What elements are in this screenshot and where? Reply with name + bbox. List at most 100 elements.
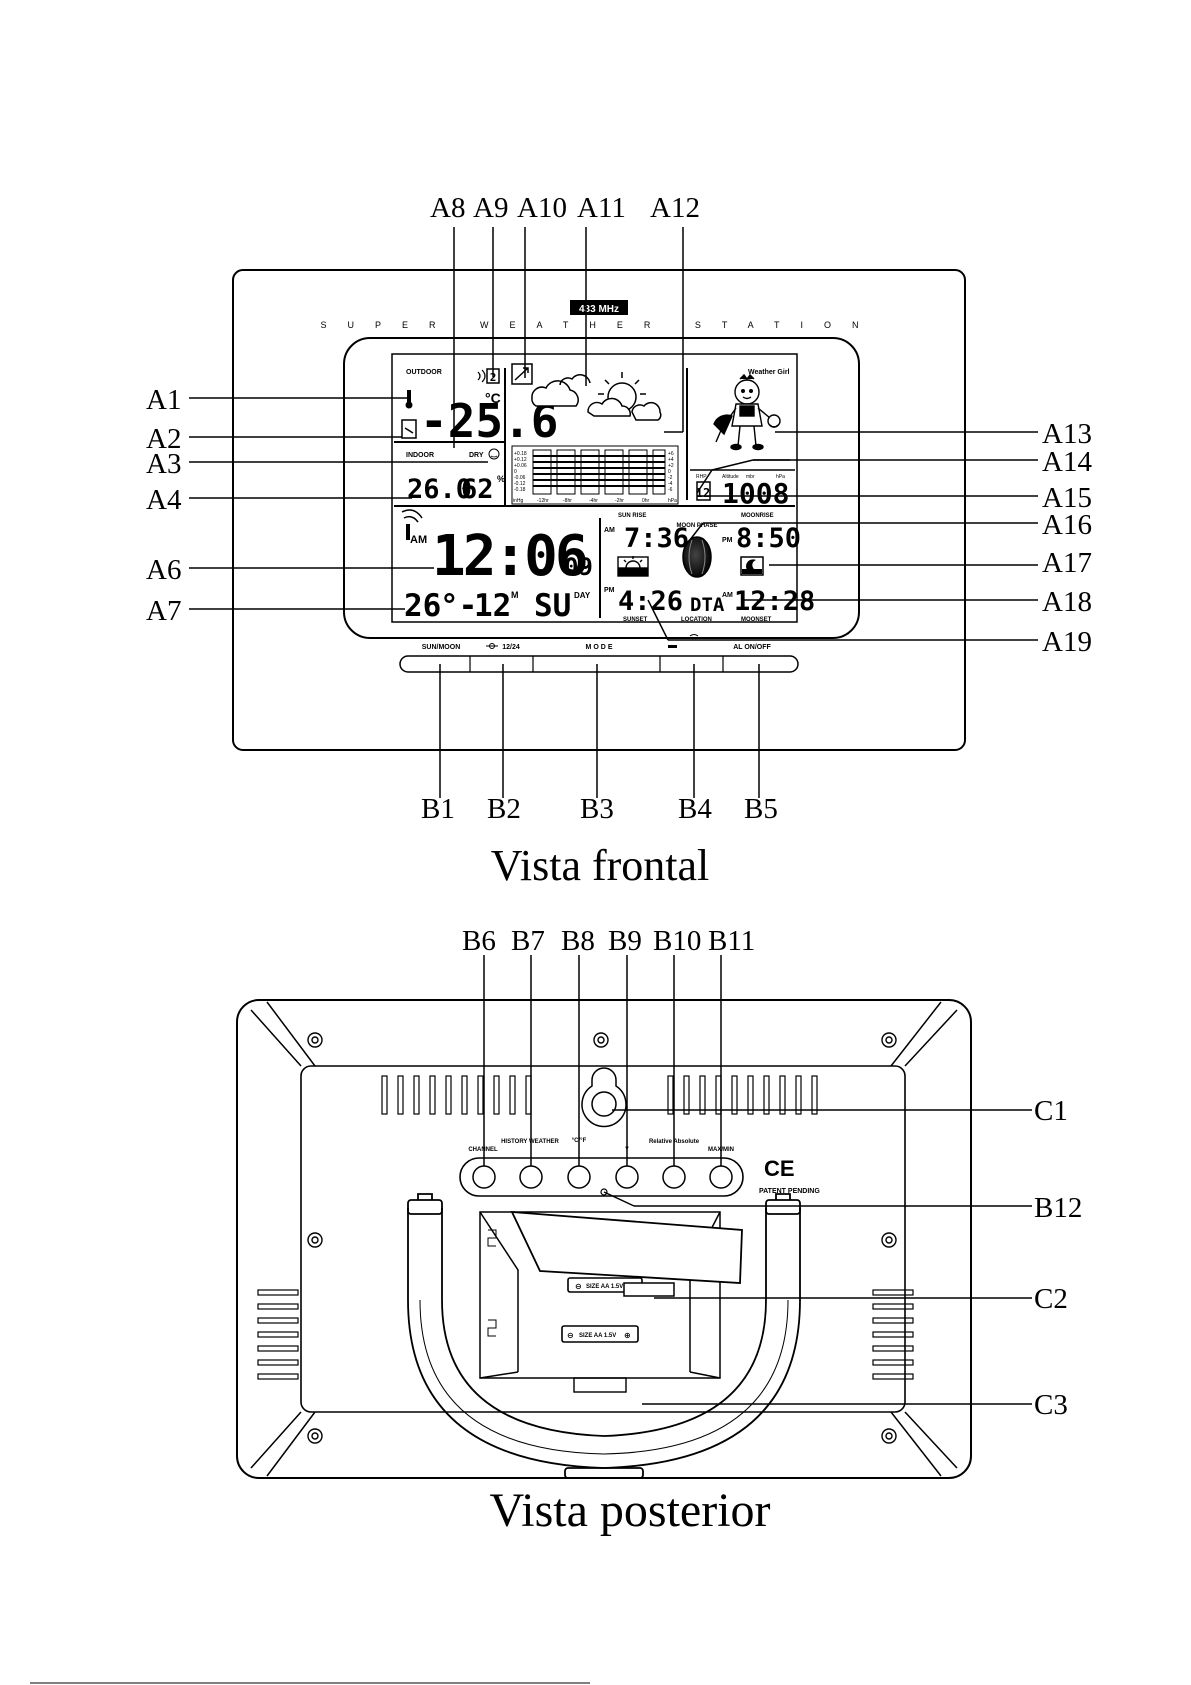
callout-b5: B5 <box>744 793 778 825</box>
svg-text:-8hr: -8hr <box>563 498 572 504</box>
callout-a4: A4 <box>146 484 182 516</box>
svg-text:0hr: 0hr <box>642 498 650 504</box>
moonset-icon <box>740 556 764 576</box>
svg-text:Altitude: Altitude <box>722 474 739 480</box>
weather-girl-icon <box>713 373 781 451</box>
comfort-face-icon <box>488 448 500 460</box>
callout-a14: A14 <box>1042 446 1092 478</box>
svg-text:SUN/MOON: SUN/MOON <box>422 644 461 651</box>
svg-text:+4: +4 <box>668 457 674 463</box>
history-weather-button[interactable] <box>519 1165 543 1189</box>
history-unit-left: inHg <box>513 498 524 504</box>
svg-text:12: 12 <box>696 486 710 500</box>
relative-absolute-button[interactable] <box>662 1165 686 1189</box>
signal-icon <box>401 509 423 540</box>
callout-b1: B1 <box>421 793 455 825</box>
svg-text:+6: +6 <box>668 451 674 457</box>
history-time-labels: -12hr -8hr -4hr -2hr 0hr <box>537 498 650 504</box>
callout-b3: B3 <box>580 793 614 825</box>
max-min-button[interactable] <box>709 1165 733 1189</box>
unit-up-button[interactable] <box>567 1165 591 1189</box>
svg-text:-6: -6 <box>668 487 673 493</box>
callout-a15: A15 <box>1042 482 1092 514</box>
callout-a13: A13 <box>1042 418 1092 450</box>
callout-a9: A9 <box>473 192 508 224</box>
svg-text:+2: +2 <box>668 463 674 469</box>
callout-c2: C2 <box>1034 1283 1068 1315</box>
svg-text:0: 0 <box>668 469 671 475</box>
callout-a1: A1 <box>146 384 181 416</box>
callout-a2: A2 <box>146 423 181 455</box>
callout-a16: A16 <box>1042 509 1092 541</box>
svg-text:12: 12 <box>474 588 511 624</box>
moon-phase-label: MOON PHASE <box>676 523 717 529</box>
moonset-am-label: AM <box>722 592 733 599</box>
battery-minus-icon: ⊖ <box>567 1331 574 1340</box>
band-badge: 433 MHz <box>570 300 628 315</box>
callout-a7: A7 <box>146 595 181 627</box>
sunset-label: SUNSET <box>623 617 648 623</box>
svg-text:-2: -2 <box>668 475 673 481</box>
svg-text:mbr: mbr <box>746 474 755 480</box>
battery-cover-flap[interactable] <box>510 1210 743 1284</box>
battery-1: ⊖ SIZE AA 1.5V <box>567 1277 675 1297</box>
screw-holes <box>307 1032 897 1444</box>
weather-girl-label: Weather Girl <box>748 369 790 376</box>
reset-hole[interactable] <box>600 1188 608 1196</box>
svg-text:+0.12: +0.12 <box>514 457 527 463</box>
callout-a19: A19 <box>1042 626 1092 658</box>
svg-text:CHANNEL: CHANNEL <box>468 1147 498 1153</box>
stand-handle[interactable] <box>407 1193 801 1479</box>
corner-braces <box>250 1001 958 1477</box>
svg-text:0: 0 <box>514 469 517 475</box>
callout-a8: A8 <box>430 192 465 224</box>
sunrise-icon <box>617 556 649 577</box>
down-button[interactable] <box>615 1165 639 1189</box>
history-scale-right: +6 +4 +2 0 -2 -4 -6 <box>668 451 674 493</box>
indoor-label: INDOOR <box>406 452 434 459</box>
rear-callout-labels: B6 B7 B8 B9 B10 B11 C1 B12 C2 C3 <box>462 925 1082 1421</box>
moonset-time: 12:28 <box>734 586 815 617</box>
front-button-labels: SUN/MOON 12/24 MODE AL ON/OFF <box>422 634 772 651</box>
svg-text:-4: -4 <box>668 481 673 487</box>
sunrise-am-label: AM <box>604 527 615 534</box>
vent-slots-top-left <box>381 1075 532 1115</box>
patent-text: PATENT PENDING <box>759 1188 820 1195</box>
callout-a18: A18 <box>1042 586 1092 618</box>
history-bars <box>532 449 666 495</box>
callout-c3: C3 <box>1034 1389 1068 1421</box>
channel-button[interactable] <box>472 1165 496 1189</box>
band-label: 433 MHz <box>579 304 619 315</box>
wall-mount-keyhole <box>581 1067 627 1128</box>
svg-text:12/24: 12/24 <box>502 644 520 651</box>
svg-text:-0.06: -0.06 <box>514 475 526 481</box>
location-label: LOCATION <box>681 617 712 623</box>
svg-text:-0.12: -0.12 <box>514 481 526 487</box>
channel-icon: 2 <box>477 368 500 384</box>
callout-b8: B8 <box>561 925 595 957</box>
svg-text:2: 2 <box>490 371 497 384</box>
clock-seconds: 09 <box>564 553 593 581</box>
battery-minus-icon: ⊖ <box>575 1282 582 1291</box>
callout-b2: B2 <box>487 793 521 825</box>
callout-a10: A10 <box>517 192 567 224</box>
indoor-humidity: 62 <box>461 474 494 505</box>
svg-text:SIZE AA 1.5V: SIZE AA 1.5V <box>579 1333 616 1339</box>
callout-a17: A17 <box>1042 547 1092 579</box>
calendar-date: 26 °- 12 M <box>404 588 519 624</box>
callout-a3: A3 <box>146 448 181 480</box>
sunrise-label: SUN RISE <box>618 513 646 519</box>
pressure-header: RHP Altitude mbr hPa <box>696 474 785 480</box>
humidity-unit: % <box>497 474 505 484</box>
front-callout-labels: A8 A9 A10 A11 A12 A1 A2 A3 A4 A6 A7 A13 … <box>146 192 1092 825</box>
history-scale-left: +0.18 +0.12 +0.06 0 -0.06 -0.12 -0.18 <box>514 451 527 493</box>
svg-text:SIZE AA 1.5V: SIZE AA 1.5V <box>586 1284 623 1290</box>
svg-text:M: M <box>511 590 519 600</box>
ce-mark: CE <box>764 1156 795 1181</box>
svg-text:MODE: MODE <box>586 644 615 651</box>
front-button-strip[interactable] <box>399 655 799 673</box>
battery-latch[interactable] <box>573 1377 627 1393</box>
svg-text:RHP: RHP <box>696 474 707 480</box>
callout-b4: B4 <box>678 793 712 825</box>
